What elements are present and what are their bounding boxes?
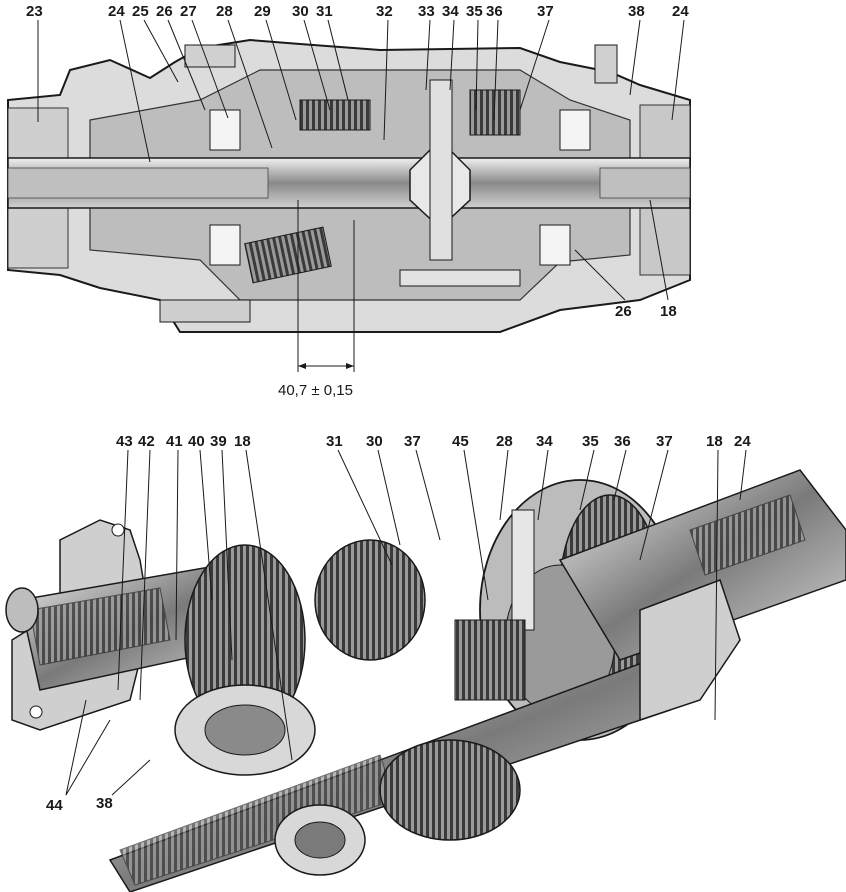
callout-label: 42 (138, 433, 155, 450)
callout-label: 37 (404, 433, 421, 450)
callout-label: 18 (234, 433, 251, 450)
bottom-left-spline (29, 587, 171, 666)
callout-label: 29 (254, 3, 271, 20)
callout-label: 35 (582, 433, 599, 450)
bottom-diff-pin (511, 509, 535, 631)
callout-label: 18 (706, 433, 723, 450)
callout-label: 43 (116, 433, 133, 450)
bottom-roller-bearing-inner (294, 821, 346, 859)
top-spline-left (7, 167, 269, 199)
top-bearing-left-low (209, 224, 241, 266)
top-bearing-right (559, 109, 591, 151)
callout-label: 34 (442, 3, 459, 20)
top-gear-upper (299, 99, 371, 131)
callout-label: 36 (614, 433, 631, 450)
callout-label: 40 (188, 433, 205, 450)
callout-label: 31 (326, 433, 343, 450)
callout-label: 18 (660, 303, 677, 320)
callout-label: 35 (466, 3, 483, 20)
callout-label: 25 (132, 3, 149, 20)
callout-label: 36 (486, 3, 503, 20)
bottom-bevel-gear-mid (314, 539, 426, 661)
callout-label: 39 (210, 433, 227, 450)
bracket-hole (29, 705, 43, 719)
callout-label: 32 (376, 3, 393, 20)
callout-label: 30 (366, 433, 383, 450)
callout-label: 26 (156, 3, 173, 20)
bottom-right-casing (639, 579, 741, 722)
callout-label: 37 (537, 3, 554, 20)
callout-label: 33 (418, 3, 435, 20)
top-bearing-right-low (539, 224, 571, 266)
top-stud (184, 44, 236, 68)
callout-label: 38 (628, 3, 645, 20)
callout-label: 28 (496, 433, 513, 450)
top-diff-pin (429, 79, 453, 261)
bottom-end-nut (5, 587, 39, 633)
top-plug (594, 44, 618, 84)
bottom-side-gear (454, 619, 526, 701)
callout-label: 27 (180, 3, 197, 20)
callout-label: 45 (452, 433, 469, 450)
top-bevel-gear (244, 226, 332, 284)
top-bearing-left (209, 109, 241, 151)
bottom-bearing-lower-inner (204, 704, 286, 756)
top-spline-right (599, 167, 691, 199)
top-callouts: 23 24 25 26 27 28 29 30 31 32 33 34 35 3… (26, 3, 689, 399)
callout-label: 26 (615, 303, 632, 320)
bottom-callouts: 43 42 41 40 39 18 31 30 37 45 28 34 35 3… (46, 433, 751, 814)
callout-label: 28 (216, 3, 233, 20)
bottom-right-spline (689, 494, 806, 576)
callout-label: 30 (292, 3, 309, 20)
callout-label: 31 (316, 3, 333, 20)
bracket-hole (111, 523, 125, 537)
callout-label: 34 (536, 433, 553, 450)
top-lower-bolt (159, 299, 251, 323)
callout-label: 24 (734, 433, 751, 450)
callout-label: 44 (46, 797, 63, 814)
top-bottom-rod (399, 269, 521, 287)
dimension-label: 40,7 ± 0,15 (278, 382, 353, 399)
callout-label: 24 (108, 3, 125, 20)
callout-label: 37 (656, 433, 673, 450)
callout-label: 24 (672, 3, 689, 20)
callout-label: 41 (166, 433, 183, 450)
bottom-bevel-gear-low (379, 739, 521, 841)
callout-label: 23 (26, 3, 43, 20)
callout-label: 38 (96, 795, 113, 812)
top-section-drawing (7, 38, 691, 372)
bottom-cutaway-drawing (5, 469, 846, 892)
